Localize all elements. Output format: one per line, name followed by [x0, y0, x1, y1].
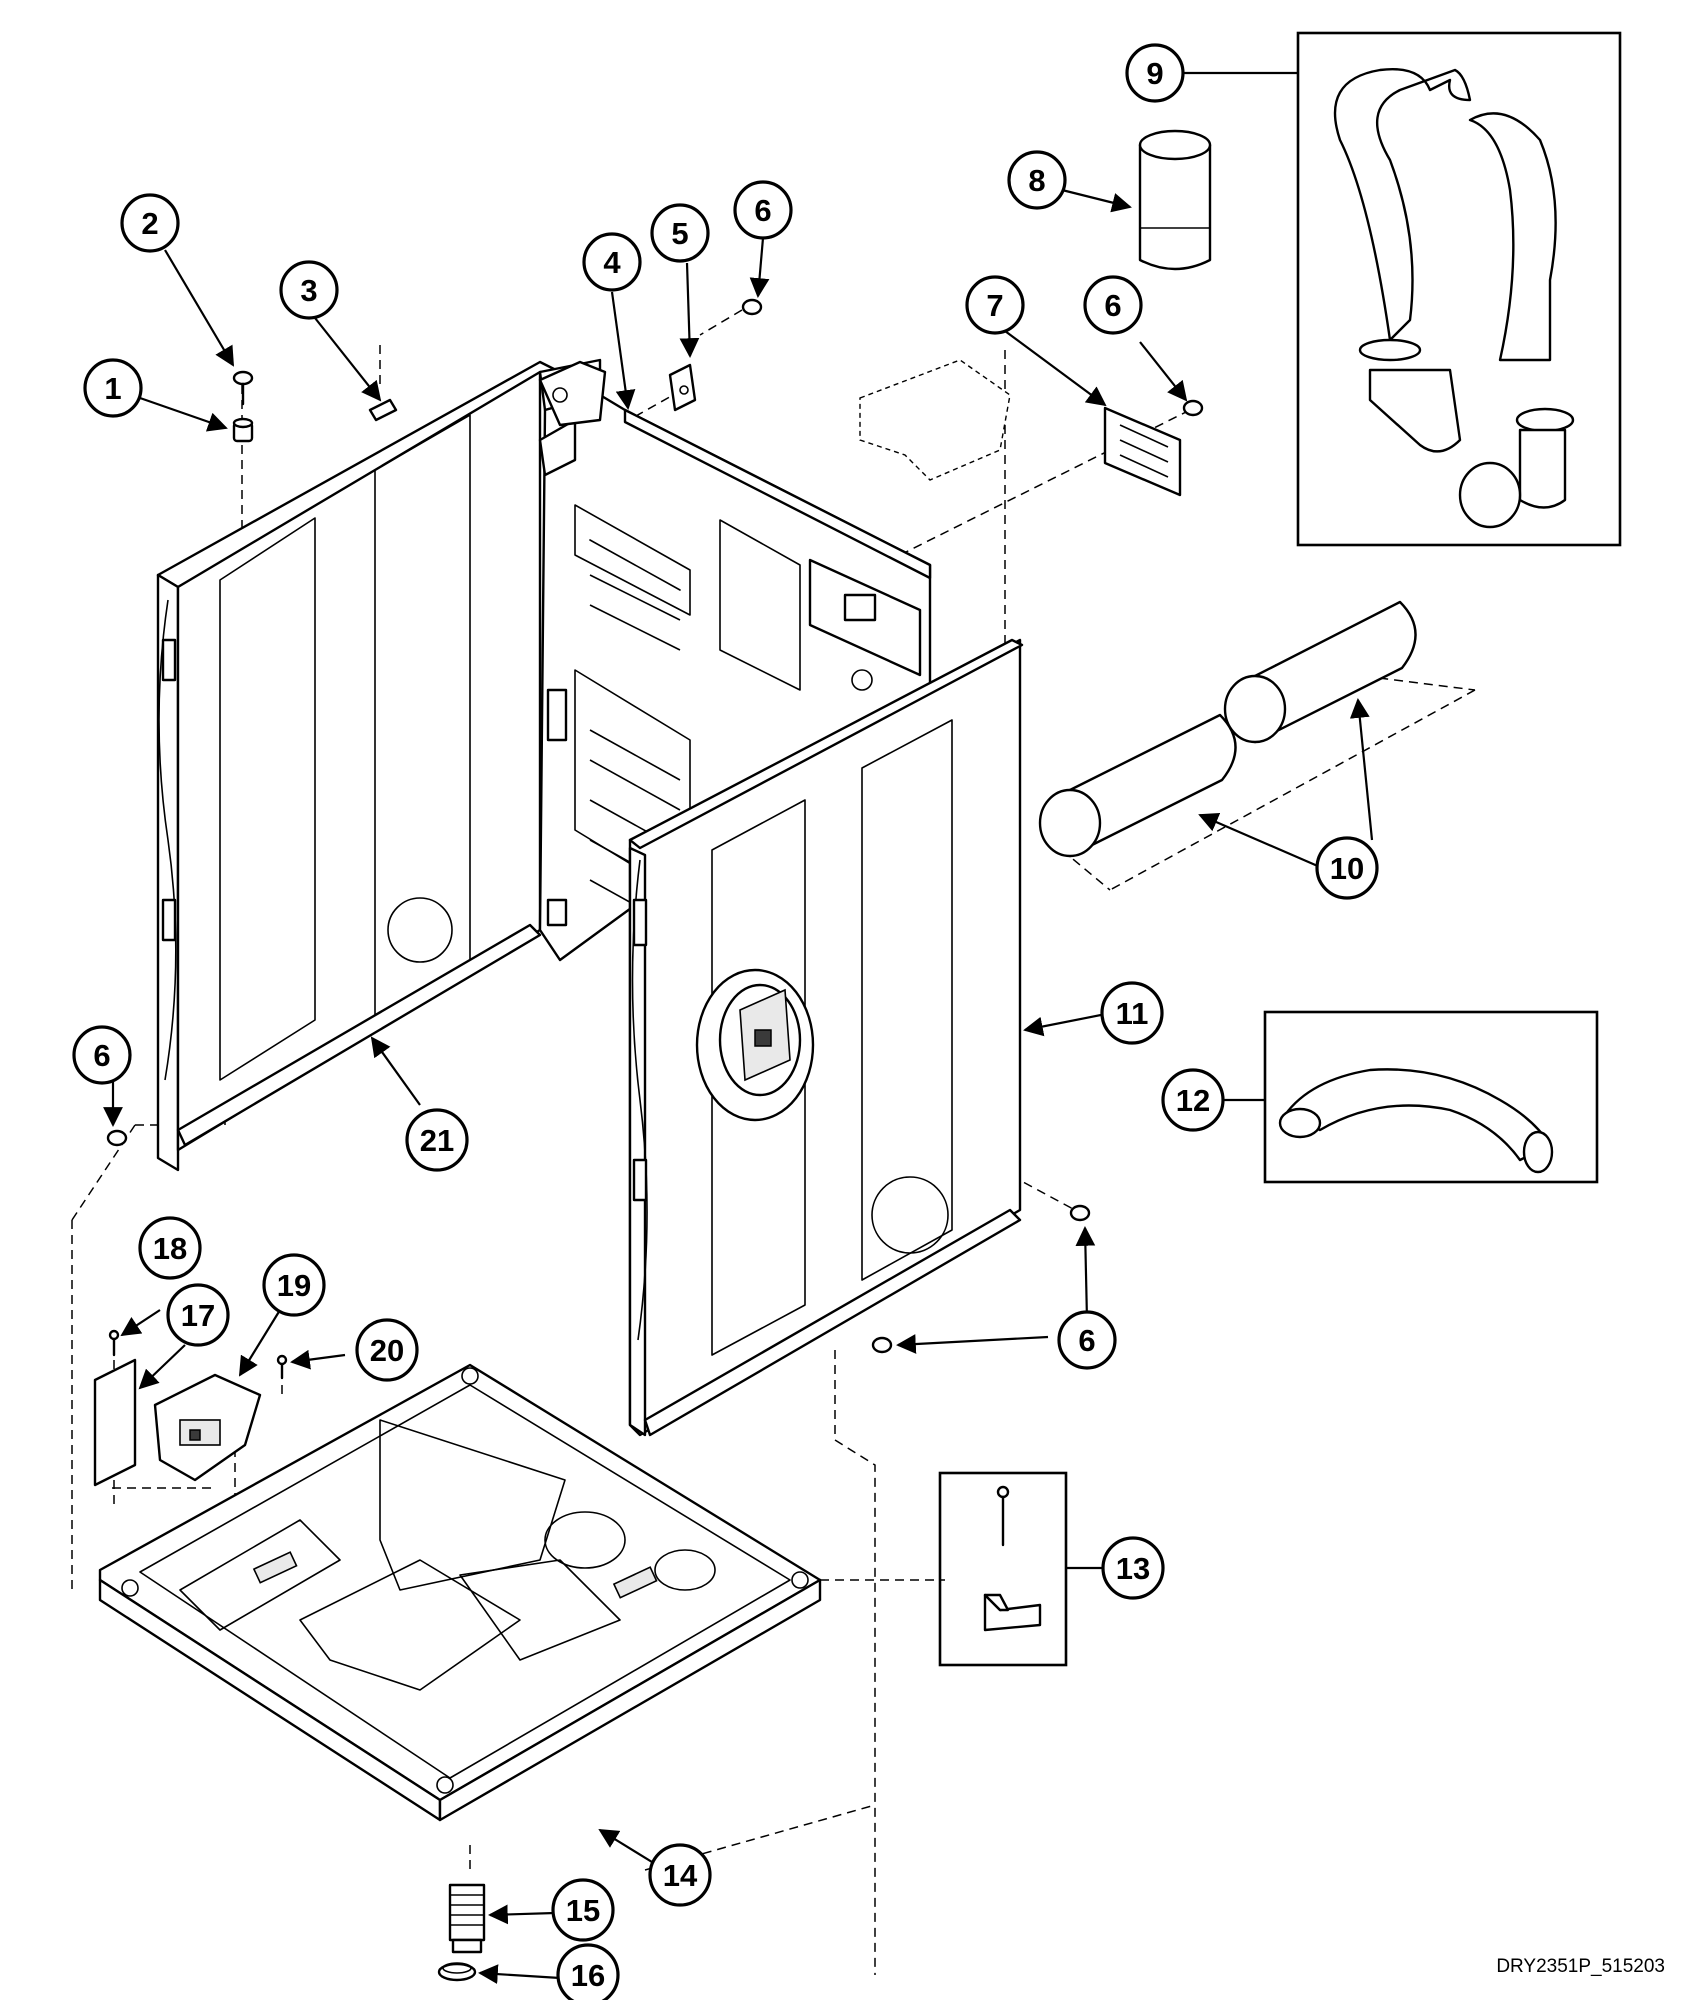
part-10-duct-tubes [1038, 600, 1417, 858]
part-8-exhaust-tube [1138, 129, 1212, 271]
callout-10: 10 [1315, 836, 1379, 900]
callout-11: 11 [1100, 981, 1164, 1045]
part-20-screw [276, 1354, 288, 1380]
svg-text:21: 21 [420, 1123, 454, 1158]
part-13-screw-and-clip [983, 1485, 1042, 1632]
cabinet-part-21 [156, 358, 932, 1172]
svg-text:10: 10 [1330, 851, 1364, 886]
part-6-screws [106, 298, 1204, 1354]
callout-21: 21 [405, 1108, 469, 1172]
callout-5: 5 [650, 203, 710, 263]
callout-15: 15 [551, 1878, 615, 1942]
part-15-leveling-leg [448, 1883, 486, 1954]
part-19-terminal-block [153, 1373, 262, 1482]
callout-13: 13 [1101, 1536, 1165, 1600]
svg-text:6: 6 [754, 193, 771, 228]
svg-text:17: 17 [181, 1298, 215, 1333]
part-5-clip [668, 363, 697, 412]
callout-6-lower-right: 6 [1057, 1310, 1117, 1370]
svg-text:9: 9 [1146, 56, 1163, 91]
part-3-pad [368, 398, 398, 422]
part-18-screw [108, 1329, 120, 1357]
mounting-bracket-reference [859, 350, 1011, 481]
svg-text:15: 15 [566, 1893, 600, 1928]
drawing-reference-code: DRY2351P_515203 [1496, 1956, 1665, 1977]
callout-20: 20 [355, 1318, 419, 1382]
svg-text:4: 4 [603, 245, 621, 280]
part-9-flexible-duct-kit [1333, 68, 1575, 529]
svg-text:3: 3 [300, 273, 317, 308]
svg-text:8: 8 [1028, 163, 1045, 198]
callout-18: 18 [138, 1216, 202, 1280]
svg-text:12: 12 [1176, 1083, 1210, 1118]
callout-4: 4 [582, 232, 642, 292]
svg-text:19: 19 [277, 1268, 311, 1303]
callout-14: 14 [648, 1843, 712, 1907]
callout-8: 8 [1007, 150, 1067, 210]
svg-text:7: 7 [986, 288, 1003, 323]
svg-text:14: 14 [663, 1858, 698, 1893]
base-part-14 [98, 1363, 822, 1822]
svg-text:16: 16 [571, 1958, 605, 1993]
callout-3: 3 [279, 260, 339, 320]
callout-17: 17 [166, 1283, 230, 1347]
svg-text:6: 6 [93, 1038, 110, 1073]
svg-text:6: 6 [1078, 1323, 1095, 1358]
callout-6-top: 6 [733, 180, 793, 240]
callout-16: 16 [556, 1943, 620, 2000]
svg-text:11: 11 [1116, 996, 1149, 1031]
part-16-leg-cap [437, 1962, 477, 1982]
side-panel-part-11 [628, 638, 1024, 1437]
callout-2: 2 [120, 193, 180, 253]
svg-text:20: 20 [370, 1333, 404, 1368]
callout-19: 19 [262, 1253, 326, 1317]
callout-6-left: 6 [72, 1025, 132, 1085]
callout-9: 9 [1125, 43, 1185, 103]
svg-text:2: 2 [141, 206, 158, 241]
box-part-9-duct-kit [1296, 31, 1622, 547]
svg-text:6: 6 [1104, 288, 1121, 323]
part-12-flexible-hose [1278, 1068, 1554, 1174]
callout-6-right: 6 [1083, 275, 1143, 335]
part-1-bushing [232, 417, 254, 443]
callout-7: 7 [965, 275, 1025, 335]
callout-1: 1 [83, 358, 143, 418]
part-2-screw [232, 370, 254, 406]
svg-text:1: 1 [104, 371, 121, 406]
svg-text:18: 18 [153, 1231, 187, 1266]
svg-text:5: 5 [671, 216, 688, 251]
box-part-12-hose [1263, 1010, 1599, 1184]
svg-text:13: 13 [1116, 1551, 1150, 1586]
part-17-bracket [93, 1358, 137, 1487]
callout-12: 12 [1161, 1068, 1225, 1132]
part-7-vent-cover [1103, 406, 1182, 497]
